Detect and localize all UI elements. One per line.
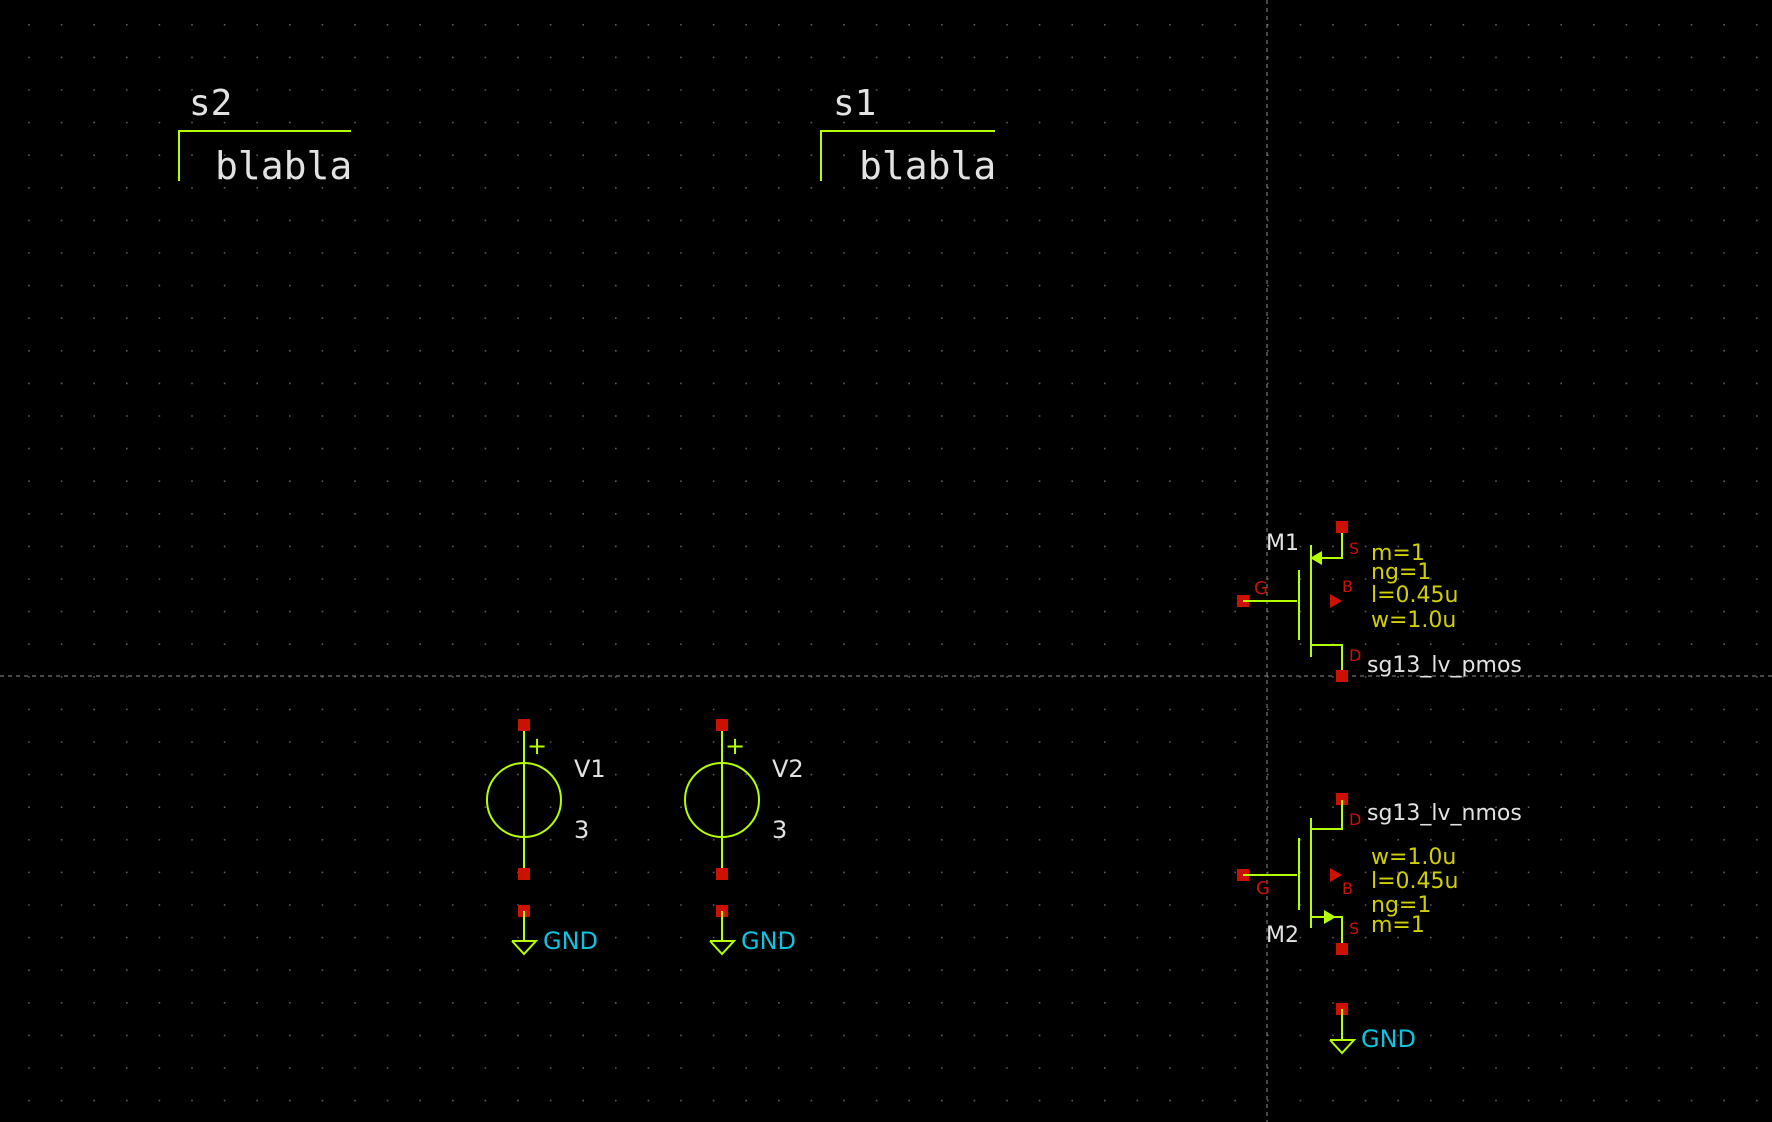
pin-bottom[interactable]	[716, 868, 728, 880]
launcher-text: blabla	[215, 144, 352, 188]
pin-bottom[interactable]	[518, 868, 530, 880]
plus-sign: +	[527, 732, 547, 760]
launcher-text: blabla	[859, 144, 996, 188]
pin-top[interactable]	[716, 719, 728, 731]
ground-symbol-v2[interactable]: GND	[709, 905, 796, 956]
ground-symbol-v1[interactable]: GND	[511, 905, 598, 956]
param-l: l=0.45u	[1371, 869, 1458, 894]
instance-name: V2	[772, 755, 804, 783]
pin-label-bulk: B	[1342, 879, 1353, 898]
pin-label-gate: G	[1256, 878, 1270, 899]
instance-name: V1	[574, 755, 606, 783]
param-l: l=0.45u	[1371, 583, 1458, 608]
voltage-source-icon	[486, 762, 562, 838]
pmos-transistor-m1[interactable]: G S B D M1 m=1 ng=1 l=0.45u w=1.0u sg13_…	[1237, 521, 1522, 682]
voltage-source-icon	[684, 762, 760, 838]
launcher-s2[interactable]: s2 blabla	[178, 83, 352, 188]
param-ng: ng=1	[1371, 560, 1431, 585]
launcher-frame	[820, 130, 995, 181]
ground-icon	[511, 940, 539, 956]
source-lead	[1311, 916, 1343, 944]
pin-label-source: S	[1349, 539, 1359, 558]
net-label: GND	[543, 927, 598, 955]
pin-drain[interactable]	[1336, 793, 1348, 805]
nmos-transistor-m2[interactable]: G S B D M2 sg13_lv_nmos w=1.0u l=0.45u n…	[1237, 793, 1522, 955]
ground-icon	[1329, 1039, 1357, 1055]
pin-label-source: S	[1349, 919, 1359, 938]
pin-label-drain: D	[1349, 810, 1361, 829]
launcher-frame	[178, 130, 351, 181]
bulk-pin-icon[interactable]	[1330, 594, 1342, 608]
pin-drain[interactable]	[1336, 670, 1348, 682]
pmos-arrow-icon	[1310, 551, 1322, 565]
instance-name: M1	[1266, 531, 1299, 556]
param-m: m=1	[1371, 541, 1425, 566]
param-ng: ng=1	[1371, 893, 1431, 918]
pin-source[interactable]	[1336, 943, 1348, 955]
ground-symbol-m2[interactable]: GND	[1329, 1003, 1416, 1055]
param-m: m=1	[1371, 913, 1425, 938]
net-label: GND	[741, 927, 796, 955]
drain-lead	[1311, 800, 1343, 830]
nmos-arrow-icon	[1324, 910, 1336, 924]
launcher-title: s2	[189, 83, 232, 124]
launcher-title: s1	[833, 83, 876, 124]
instance-name: M2	[1266, 923, 1299, 948]
pin-label-gate: G	[1254, 578, 1268, 599]
pin-label-drain: D	[1349, 646, 1361, 665]
plus-sign: +	[725, 732, 745, 760]
model-name: sg13_lv_nmos	[1367, 801, 1522, 826]
source-value: 3	[772, 816, 787, 844]
pin-top[interactable]	[518, 719, 530, 731]
voltage-source-v2[interactable]: + V2 3	[684, 719, 804, 880]
net-label: GND	[1361, 1025, 1416, 1053]
source-value: 3	[574, 816, 589, 844]
pin-label-bulk: B	[1342, 577, 1353, 596]
model-name: sg13_lv_pmos	[1367, 653, 1522, 678]
bulk-pin-icon[interactable]	[1330, 868, 1342, 882]
param-w: w=1.0u	[1371, 845, 1456, 870]
pin-source[interactable]	[1336, 521, 1348, 533]
voltage-source-v1[interactable]: + V1 3	[486, 719, 606, 880]
drain-lead	[1311, 644, 1343, 675]
param-w: w=1.0u	[1371, 608, 1456, 633]
launcher-s1[interactable]: s1 blabla	[820, 83, 996, 188]
ground-icon	[709, 940, 737, 956]
